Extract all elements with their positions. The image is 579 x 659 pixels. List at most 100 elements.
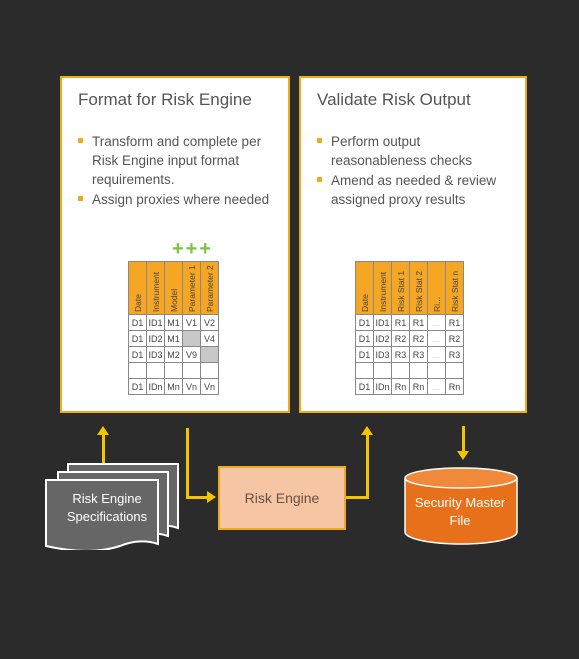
output-table-cell: Rn (391, 378, 410, 395)
format-panel-title: Format for Risk Engine (78, 90, 252, 109)
validate-panel: Validate Risk Output Perform output reas… (299, 76, 527, 413)
output-table-header-label: Instrument (378, 271, 388, 312)
input-table-cell: ID3 (146, 346, 165, 363)
input-table-cell: ID1 (146, 314, 165, 331)
input-table-cell: V2 (200, 314, 219, 331)
output-table-cell: D1 (355, 314, 374, 331)
output-table-cell: ... (427, 314, 446, 331)
output-table-cell: D1 (355, 330, 374, 347)
input-table-cell: Mn (164, 378, 183, 395)
input-table-header-label: Instrument (151, 271, 161, 312)
validate-bullets: Perform output reasonableness checks Ame… (315, 132, 515, 210)
output-table-cell: Rn (445, 378, 464, 395)
output-table-header-label: Risk Stat 1 (396, 270, 406, 312)
input-table-row (128, 362, 219, 379)
input-table-header-cell: Parameter 2 (200, 261, 219, 315)
input-table-cell: M2 (164, 346, 183, 363)
output-table-cell: R3 (409, 346, 428, 363)
input-table-header-label: Parameter 2 (205, 265, 215, 312)
input-table-cell: Vn (182, 378, 201, 395)
output-table-cell (373, 362, 392, 379)
output-table-cell (355, 362, 374, 379)
output-table-header-cell: Date (355, 261, 374, 315)
output-table-cell: R2 (409, 330, 428, 347)
input-format-table: Date Instrument Model Parameter 1 Parameter … (128, 261, 219, 395)
format-bullet-1: Transform and complete per Risk Engine i… (76, 132, 276, 189)
output-table-cell: D1 (355, 378, 374, 395)
arrow-down-head-master (457, 451, 469, 460)
input-table-header-label: Date (133, 294, 143, 312)
input-table-cell: D1 (128, 330, 147, 347)
input-table-cell (182, 330, 201, 347)
output-table-header-label: Date (360, 294, 370, 312)
output-table-header-cell: Ri... (427, 261, 446, 315)
output-table-row (355, 362, 464, 379)
output-table-cell (445, 362, 464, 379)
input-table-cell: V4 (200, 330, 219, 347)
output-table-header-cell: Risk Stat 2 (409, 261, 428, 315)
input-table-cell: ID2 (146, 330, 165, 347)
plus-marks: +++ (172, 238, 214, 260)
input-table-header-label: Model (169, 288, 179, 312)
output-table-cell (409, 362, 428, 379)
output-table-header-cell: Instrument (373, 261, 392, 315)
format-bullets: Transform and complete per Risk Engine i… (76, 132, 276, 210)
output-table-header-label: Risk Stat n (450, 270, 460, 312)
arrow-up-head-specs (97, 426, 109, 435)
arrow-up-head-validate (361, 426, 373, 435)
output-table-header-cell: Risk Stat n (445, 261, 464, 315)
input-table-cell: Vn (200, 378, 219, 395)
validate-bullet-2: Amend as needed & review assigned proxy … (315, 171, 515, 209)
output-table-header-label: Risk Stat 2 (414, 270, 424, 312)
output-table-cell: IDn (373, 378, 392, 395)
specs-document-icon (45, 463, 179, 550)
output-table-cell (391, 362, 410, 379)
input-table-cell: IDn (146, 378, 165, 395)
arrow-right-head-engine (207, 491, 216, 503)
input-table-cell: D1 (128, 346, 147, 363)
arrow-engine-right (346, 496, 368, 499)
arrow-format-to-engine (186, 496, 208, 499)
risk-engine-box: Risk Engine (218, 466, 346, 530)
output-table-header-cell: Risk Stat 1 (391, 261, 410, 315)
format-panel: Format for Risk Engine Transform and com… (60, 76, 290, 413)
output-table-cell: ... (427, 330, 446, 347)
output-table-cell: D1 (355, 346, 374, 363)
input-table-header-label: Parameter 1 (187, 265, 197, 312)
input-table-header-cell: Instrument (146, 261, 165, 315)
input-table-cell: D1 (128, 378, 147, 395)
output-table-cell: R1 (409, 314, 428, 331)
arrow-validate-to-master (462, 426, 465, 452)
output-table-cell: ... (427, 378, 446, 395)
validate-panel-title: Validate Risk Output (317, 90, 471, 109)
output-table-cell: Rn (409, 378, 428, 395)
arrow-engine-to-validate (366, 434, 369, 499)
arrow-format-down (186, 428, 189, 498)
output-table-cell: R2 (391, 330, 410, 347)
input-table-cell: V9 (182, 346, 201, 363)
input-table-header-cell: Model (164, 261, 183, 315)
output-table-cell: ID1 (373, 314, 392, 331)
input-table-cell: V1 (182, 314, 201, 331)
output-table-cell: R1 (445, 314, 464, 331)
arrow-specs-to-format (102, 434, 105, 466)
input-table-cell: M1 (164, 314, 183, 331)
output-table-header-label: Ri... (432, 296, 442, 312)
input-table-cell (182, 362, 201, 379)
input-table-cell (146, 362, 165, 379)
input-table-cell: M1 (164, 330, 183, 347)
output-table-cell: ID3 (373, 346, 392, 363)
output-table-cell: ... (427, 346, 446, 363)
input-table-cell (200, 346, 219, 363)
output-table-cell: R3 (445, 346, 464, 363)
specs-label: Risk Engine Specifications (66, 491, 148, 524)
output-table-cell: R1 (391, 314, 410, 331)
output-table-cell: R3 (391, 346, 410, 363)
